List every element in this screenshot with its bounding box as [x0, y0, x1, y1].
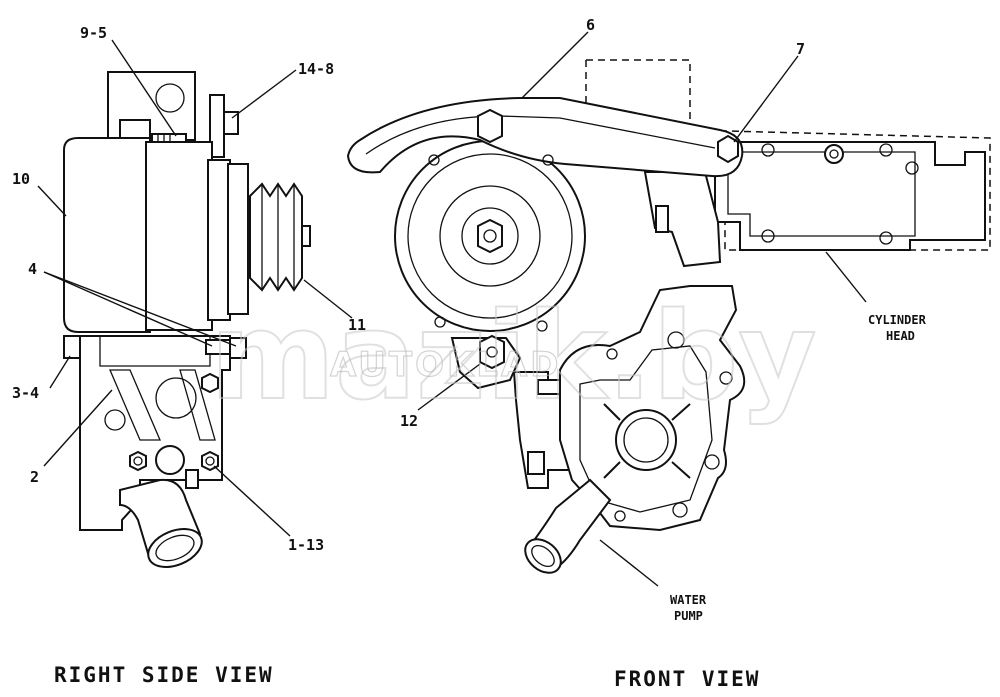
label-14-8: 14-8: [298, 60, 334, 78]
alternator-housing: [145, 141, 213, 331]
arm-end-bolt: [717, 134, 739, 164]
right-side-view-drawing: [63, 71, 311, 568]
bolt-14-8: [223, 111, 239, 135]
label-11: 11: [348, 316, 366, 334]
watermark-small: AUTOKLAD: [330, 345, 562, 385]
label-water: WATER: [670, 593, 707, 607]
label-10: 10: [12, 170, 30, 188]
right-side-view-title: RIGHT SIDE VIEW: [54, 663, 274, 687]
label-cylinder: CYLINDER: [868, 313, 927, 327]
callout-labels: 9-5 14-8 10 4 3-4 2 1-13 11 6 7 12 CYLIN…: [12, 16, 927, 623]
label-12: 12: [400, 412, 418, 430]
water-pump-body: [559, 285, 746, 532]
label-head: HEAD: [886, 329, 915, 343]
label-2: 2: [30, 468, 39, 486]
bracket-hole: [155, 83, 185, 113]
label-6: 6: [586, 16, 595, 34]
bolt-3-4: [63, 335, 81, 359]
label-1-13: 1-13: [288, 536, 324, 554]
label-9-5: 9-5: [80, 24, 107, 42]
cylinder-head-outline: [586, 59, 991, 251]
label-4: 4: [28, 260, 37, 278]
tensioner-arm: [346, 97, 744, 178]
water-pump-impeller-hub: [615, 409, 677, 471]
label-3-4: 3-4: [12, 384, 39, 402]
watermark-main: mazik.by: [210, 288, 817, 427]
front-view-title: FRONT VIEW: [614, 667, 760, 691]
alternator-body: [63, 137, 151, 333]
label-pump: PUMP: [674, 609, 703, 623]
leader-lines: [37, 31, 867, 587]
arm-bolt-nut: [477, 108, 503, 144]
water-outlet-boss: [155, 445, 185, 475]
pulley-hub-nut: [477, 218, 503, 254]
label-7: 7: [796, 40, 805, 58]
bolt-12: [479, 334, 505, 370]
alternator-front-cover: [227, 163, 249, 315]
front-view-drawing: [346, 59, 991, 574]
cylinder-head-plate: [714, 141, 986, 251]
nut-1-13: [129, 372, 219, 472]
alternator-pulley: [249, 182, 311, 292]
